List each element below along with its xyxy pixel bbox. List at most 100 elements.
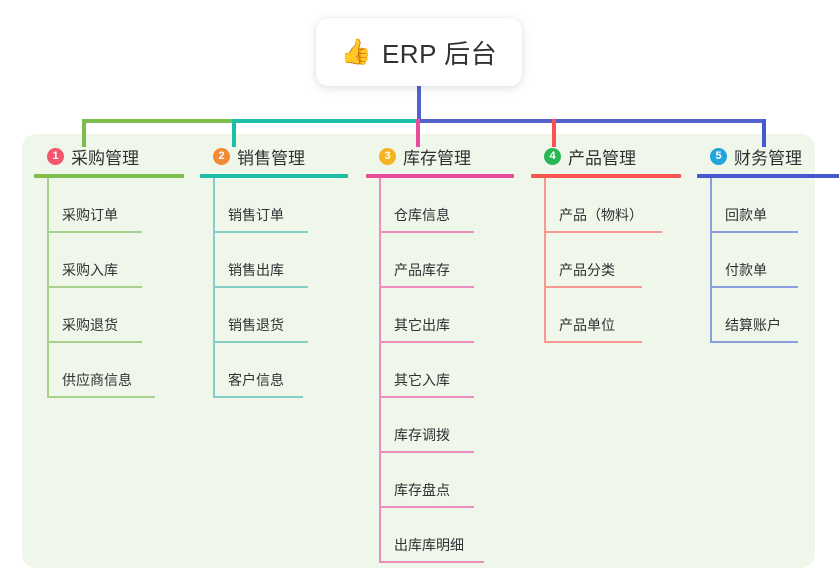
leaf-label: 其它出库 xyxy=(394,317,450,333)
leaf-underline xyxy=(710,231,798,233)
branch-2: 2 销售管理销售订单销售出库销售退货客户信息 xyxy=(200,144,348,398)
leaf-item[interactable]: 产品单位 xyxy=(544,288,681,343)
branch-number-badge: 3 xyxy=(379,147,396,165)
leaf-item[interactable]: 采购入库 xyxy=(47,233,184,288)
thumbs-up-icon: 👍 xyxy=(340,37,372,66)
branch-drop-2 xyxy=(232,119,236,147)
branch-5: 5 财务管理回款单付款单结算账户 xyxy=(697,144,839,343)
branch-spine xyxy=(710,178,712,343)
branch-header-2[interactable]: 2 销售管理 xyxy=(200,144,348,168)
leaf-item[interactable]: 其它出库 xyxy=(379,288,514,343)
leaf-underline xyxy=(379,231,474,233)
leaf-item[interactable]: 出库库明细 xyxy=(379,508,514,563)
leaf-underline xyxy=(379,286,474,288)
branch-3: 3 库存管理仓库信息产品库存其它出库其它入库库存调拨库存盘点出库库明细 xyxy=(366,144,514,563)
branch-drop-4 xyxy=(552,119,556,147)
bus-segment-4 xyxy=(614,119,766,123)
branch-drop-5 xyxy=(762,119,766,147)
leaf-underline xyxy=(47,341,142,343)
leaf-item[interactable]: 其它入库 xyxy=(379,343,514,398)
bus-segment-1 xyxy=(82,119,232,123)
branch-leaves: 仓库信息产品库存其它出库其它入库库存调拨库存盘点出库库明细 xyxy=(379,178,514,563)
leaf-label: 回款单 xyxy=(725,207,767,223)
branch-leaves: 采购订单采购入库采购退货供应商信息 xyxy=(47,178,184,398)
branch-header-4[interactable]: 4 产品管理 xyxy=(531,144,681,168)
leaf-item[interactable]: 销售退货 xyxy=(213,288,348,343)
leaf-label: 其它入库 xyxy=(394,372,450,388)
branch-label: 财务管理 xyxy=(734,148,802,168)
leaf-label: 库存盘点 xyxy=(394,482,450,498)
leaf-label: 销售退货 xyxy=(228,317,284,333)
leaf-underline xyxy=(379,451,474,453)
leaf-underline xyxy=(47,286,142,288)
leaf-underline xyxy=(544,341,642,343)
branches-panel xyxy=(22,134,815,568)
leaf-label: 销售出库 xyxy=(228,262,284,278)
leaf-underline xyxy=(379,341,474,343)
leaf-underline xyxy=(379,396,474,398)
branch-underline xyxy=(200,174,348,178)
branch-drop-1 xyxy=(82,119,86,147)
leaf-item[interactable]: 产品分类 xyxy=(544,233,681,288)
leaf-item[interactable]: 结算账户 xyxy=(710,288,839,343)
leaf-label: 结算账户 xyxy=(725,317,781,333)
root-node[interactable]: 👍 ERP 后台 xyxy=(316,18,522,86)
leaf-underline xyxy=(544,286,642,288)
branch-underline xyxy=(34,174,184,178)
root-connector-stem xyxy=(417,86,421,122)
leaf-label: 出库库明细 xyxy=(394,537,464,553)
leaf-item[interactable]: 库存盘点 xyxy=(379,453,514,508)
leaf-underline xyxy=(47,231,142,233)
leaf-item[interactable]: 付款单 xyxy=(710,233,839,288)
branch-leaves: 回款单付款单结算账户 xyxy=(710,178,839,343)
bus-segment-3 xyxy=(416,119,614,123)
leaf-label: 采购订单 xyxy=(62,207,118,223)
leaf-label: 销售订单 xyxy=(228,207,284,223)
branch-label: 产品管理 xyxy=(568,148,636,168)
branch-spine xyxy=(379,178,381,563)
leaf-label: 产品分类 xyxy=(559,262,615,278)
branch-label: 销售管理 xyxy=(237,148,305,168)
leaf-item[interactable]: 销售出库 xyxy=(213,233,348,288)
leaf-underline xyxy=(213,231,308,233)
leaf-item[interactable]: 销售订单 xyxy=(213,178,348,233)
branch-underline xyxy=(531,174,681,178)
branch-4: 4 产品管理产品（物料） 产品分类产品单位 xyxy=(531,144,681,343)
branch-number-badge: 2 xyxy=(213,147,230,165)
branch-number-badge: 5 xyxy=(710,147,727,165)
branch-leaves: 产品（物料） 产品分类产品单位 xyxy=(544,178,681,343)
leaf-label: 产品（物料） xyxy=(559,207,643,223)
leaf-label: 采购退货 xyxy=(62,317,118,333)
leaf-label: 产品库存 xyxy=(394,262,450,278)
bus-segment-2 xyxy=(232,119,416,123)
leaf-underline xyxy=(379,506,474,508)
leaf-item[interactable]: 供应商信息 xyxy=(47,343,184,398)
leaf-underline xyxy=(710,286,798,288)
branch-header-5[interactable]: 5 财务管理 xyxy=(697,144,839,168)
leaf-label: 仓库信息 xyxy=(394,207,450,223)
leaf-item[interactable]: 回款单 xyxy=(710,178,839,233)
branch-number-badge: 4 xyxy=(544,147,561,165)
leaf-item[interactable]: 库存调拨 xyxy=(379,398,514,453)
leaf-item[interactable]: 产品（物料） xyxy=(544,178,681,233)
branch-spine xyxy=(544,178,546,343)
leaf-underline xyxy=(213,341,308,343)
leaf-item[interactable]: 仓库信息 xyxy=(379,178,514,233)
leaf-item[interactable]: 产品库存 xyxy=(379,233,514,288)
branch-underline xyxy=(697,174,839,178)
leaf-item[interactable]: 采购退货 xyxy=(47,288,184,343)
leaf-item[interactable]: 采购订单 xyxy=(47,178,184,233)
branch-number-badge: 1 xyxy=(47,147,64,165)
branch-label: 库存管理 xyxy=(403,148,471,168)
leaf-item[interactable]: 客户信息 xyxy=(213,343,348,398)
branch-spine xyxy=(213,178,215,398)
leaf-label: 采购入库 xyxy=(62,262,118,278)
branch-header-3[interactable]: 3 库存管理 xyxy=(366,144,514,168)
leaf-label: 供应商信息 xyxy=(62,372,132,388)
branch-leaves: 销售订单销售出库销售退货客户信息 xyxy=(213,178,348,398)
branch-spine xyxy=(47,178,49,398)
leaf-label: 客户信息 xyxy=(228,372,284,388)
leaf-label: 付款单 xyxy=(725,262,767,278)
